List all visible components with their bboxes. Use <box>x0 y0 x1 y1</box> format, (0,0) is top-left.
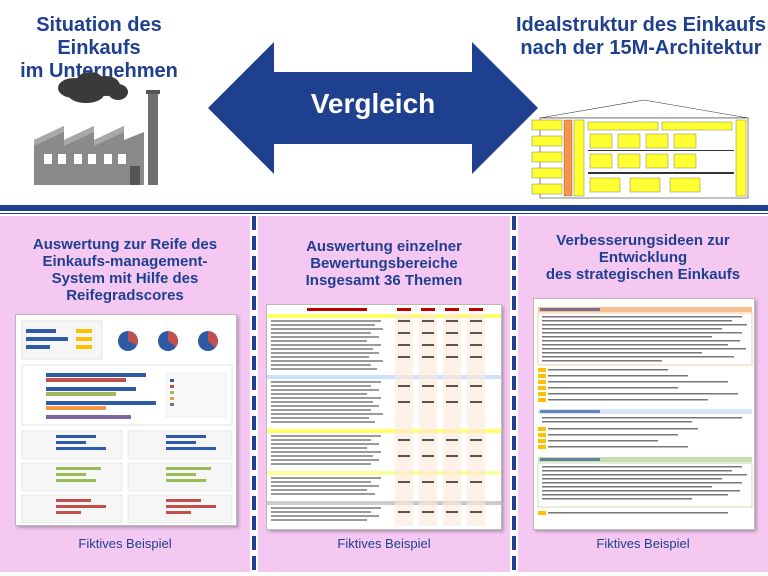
improvement-panel-caption: Fiktives Beispiel <box>596 536 690 551</box>
15m-architecture-diagram <box>531 99 749 199</box>
evaluation-panel-title: Auswertung einzelner Bewertungsbereiche … <box>305 238 463 289</box>
band-divider-thin <box>0 213 768 214</box>
maturity-panel: Auswertung zur Reife des Einkaufs-manage… <box>0 216 250 572</box>
current-situation-title: Situation des Einkaufs im Unternehmen <box>20 14 178 82</box>
improvement-ideas-graphic <box>537 307 753 515</box>
evaluation-table-thumbnail <box>266 304 502 530</box>
compare-double-arrow <box>208 42 538 174</box>
comparison-band: Situation des Einkaufs im Unternehmen <box>0 0 768 205</box>
evaluation-panel-caption: Fiktives Beispiel <box>337 536 431 551</box>
panel-divider-right <box>512 216 516 572</box>
improvement-panel: Verbesserungsideen zur Entwicklung des s… <box>518 216 768 572</box>
maturity-panel-caption: Fiktives Beispiel <box>78 536 172 551</box>
evaluation-table-graphic <box>267 307 501 526</box>
band-divider <box>0 205 768 211</box>
improvement-panel-title: Verbesserungsideen zur Entwicklung des s… <box>545 232 741 283</box>
improvement-ideas-thumbnail <box>533 298 755 530</box>
maturity-report-thumbnail <box>15 314 237 526</box>
factory-icon <box>34 72 160 185</box>
maturity-report-graphic <box>21 320 233 524</box>
evaluation-panel: Auswertung einzelner Bewertungsbereiche … <box>258 216 510 572</box>
panel-divider-left <box>252 216 256 572</box>
maturity-panel-title: Auswertung zur Reife des Einkaufs-manage… <box>32 236 218 304</box>
ideal-structure-title: Idealstruktur des Einkaufs nach der 15M-… <box>515 14 767 59</box>
compare-label: Vergleich <box>310 88 436 119</box>
